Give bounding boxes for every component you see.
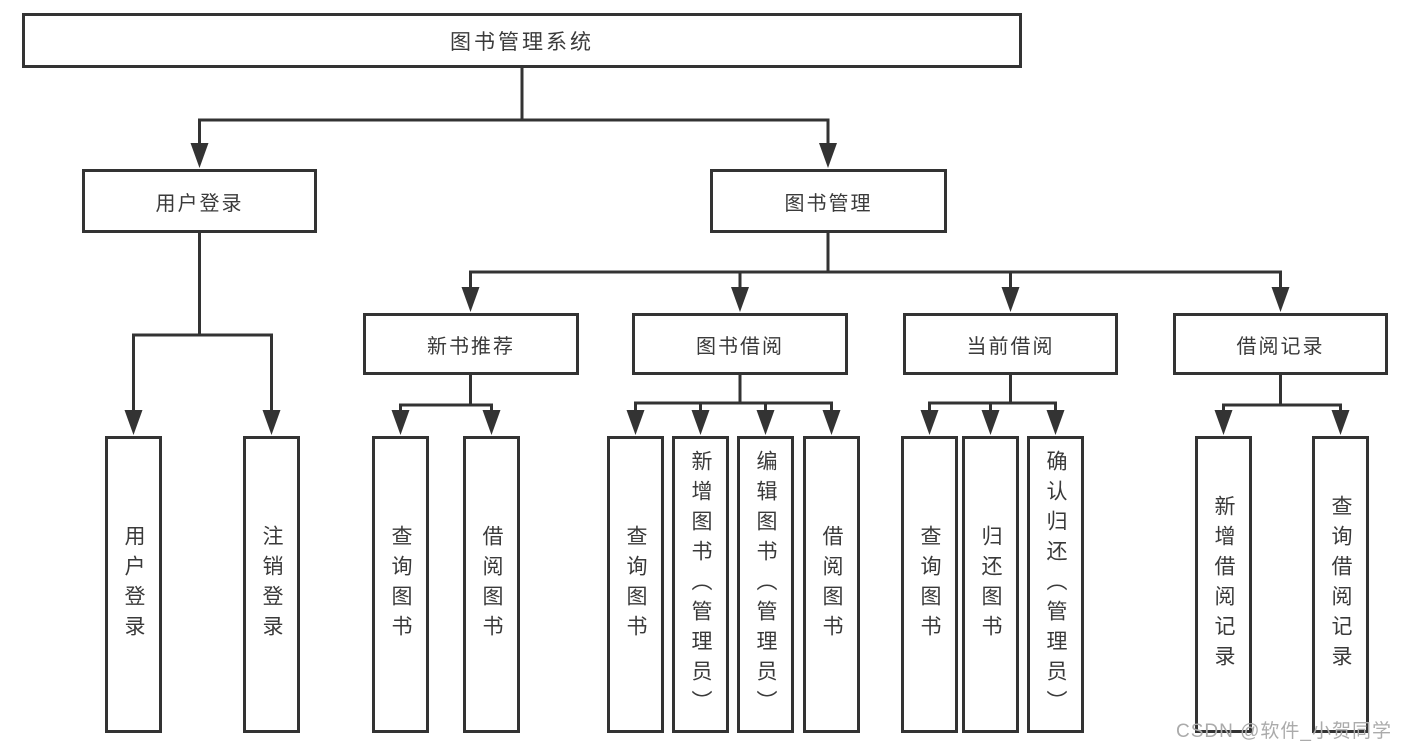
node-label: 新增图书（管理员）: [689, 449, 712, 720]
node-query-books-recommend: 查询图书: [372, 436, 429, 733]
node-book-borrowing: 图书借阅: [632, 313, 848, 375]
node-label: 新增借阅记录: [1212, 494, 1235, 675]
node-label: 编辑图书（管理员）: [754, 449, 777, 720]
node-label: 用户登录: [122, 524, 145, 645]
node-label: 查询图书: [624, 524, 647, 645]
node-label: 查询图书: [918, 524, 941, 645]
node-borrow-books-recommend: 借阅图书: [463, 436, 520, 733]
node-label: 归还图书: [979, 524, 1002, 645]
node-new-book-recommend: 新书推荐: [363, 313, 579, 375]
node-confirm-return-admin: 确认归还（管理员）: [1027, 436, 1084, 733]
node-return-books: 归还图书: [962, 436, 1019, 733]
node-label: 查询图书: [389, 524, 412, 645]
node-user-login-leaf: 用户登录: [105, 436, 162, 733]
node-label: 借阅图书: [480, 524, 503, 645]
node-query-books-borrowing: 查询图书: [607, 436, 664, 733]
node-label: 注销登录: [260, 524, 283, 645]
node-library-system-root: 图书管理系统: [22, 13, 1022, 68]
node-logout-leaf: 注销登录: [243, 436, 300, 733]
node-add-books-admin: 新增图书（管理员）: [672, 436, 729, 733]
node-add-borrow-record: 新增借阅记录: [1195, 436, 1252, 733]
node-current-borrowing: 当前借阅: [903, 313, 1118, 375]
node-query-books-current: 查询图书: [901, 436, 958, 733]
node-label: 借阅图书: [820, 524, 843, 645]
node-label: 查询借阅记录: [1329, 494, 1352, 675]
node-query-borrow-record: 查询借阅记录: [1312, 436, 1369, 733]
node-book-management-branch: 图书管理: [710, 169, 947, 233]
node-label: 确认归还（管理员）: [1044, 449, 1067, 720]
node-user-login-branch: 用户登录: [82, 169, 317, 233]
watermark-text: CSDN @软件_小贺同学: [1176, 721, 1392, 742]
node-edit-books-admin: 编辑图书（管理员）: [737, 436, 794, 733]
node-borrowing-records: 借阅记录: [1173, 313, 1388, 375]
node-borrow-books-borrowing: 借阅图书: [803, 436, 860, 733]
